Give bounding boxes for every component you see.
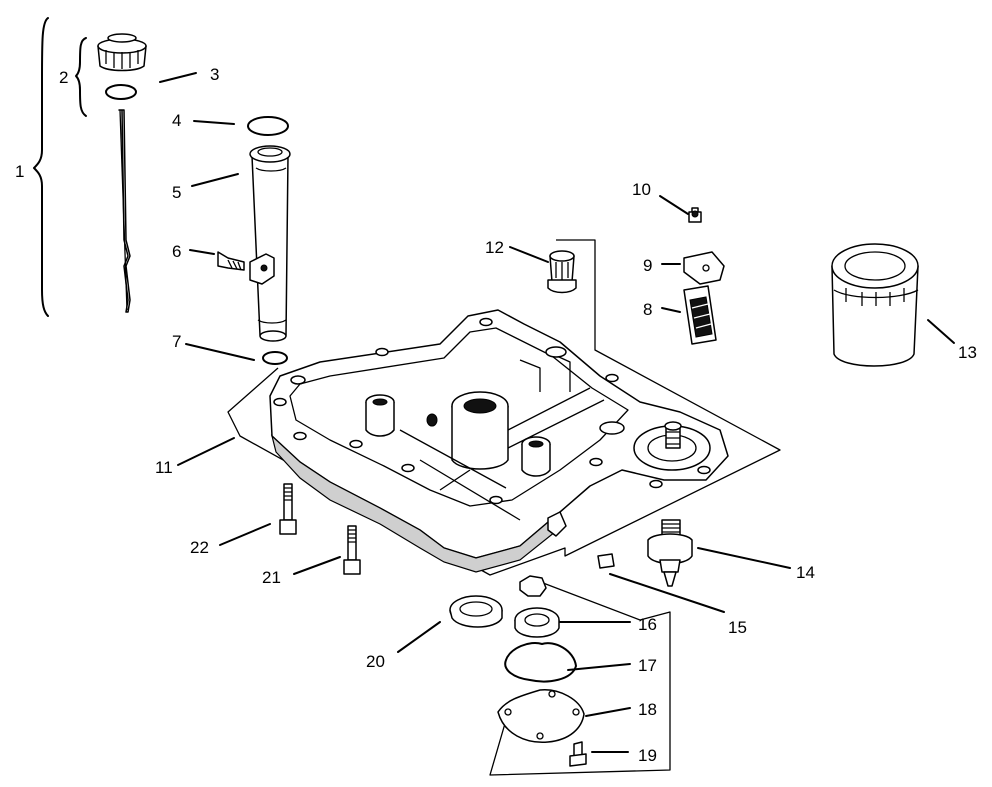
screw-19 <box>569 741 587 767</box>
gerotor-16 <box>514 575 560 638</box>
callout-3: 3 <box>210 65 219 84</box>
callout-9: 9 <box>643 256 652 275</box>
callout-13: 13 <box>958 343 977 362</box>
gasket-17 <box>504 642 577 683</box>
callout-7: 7 <box>172 332 181 351</box>
callout-14: 14 <box>796 563 815 582</box>
screw-10 <box>688 207 702 223</box>
bolt-22 <box>279 483 297 535</box>
oil-filter <box>831 243 919 367</box>
leader-lines <box>159 72 955 753</box>
callout-5: 5 <box>172 183 181 202</box>
callout-16: 16 <box>638 615 657 634</box>
dipstick-cap <box>97 33 147 72</box>
callout-18: 18 <box>638 700 657 719</box>
dipstick-tube <box>249 145 291 342</box>
dipstick <box>118 109 131 313</box>
oil-pan <box>269 309 729 573</box>
callout-21: 21 <box>262 568 281 587</box>
bolt-21 <box>343 525 361 575</box>
callout-22: 22 <box>190 538 209 557</box>
clip-9 <box>683 251 725 285</box>
screw-6 <box>217 251 245 271</box>
group-outlines <box>33 17 781 776</box>
callout-1: 1 <box>15 162 24 181</box>
callout-15: 15 <box>728 618 747 637</box>
callout-19: 19 <box>638 746 657 765</box>
cover-18 <box>497 689 585 743</box>
callout-20: 20 <box>366 652 385 671</box>
o-ring-4 <box>247 116 289 136</box>
pressure-switch <box>647 519 693 587</box>
connector-15 <box>597 553 615 569</box>
callout-10: 10 <box>632 180 651 199</box>
oil-seal <box>449 595 503 628</box>
o-ring-7 <box>262 351 288 365</box>
callout-12: 12 <box>485 238 504 257</box>
callout-8: 8 <box>643 300 652 319</box>
callout-11: 11 <box>155 458 173 477</box>
fitting-12 <box>547 250 577 294</box>
callout-17: 17 <box>638 656 657 675</box>
callout-2: 2 <box>59 68 68 87</box>
callout-labels: 1 2 3 4 5 6 7 8 9 10 11 12 13 14 15 16 1… <box>15 65 977 765</box>
o-ring-3 <box>105 84 137 100</box>
callout-6: 6 <box>172 242 181 261</box>
screen-8 <box>683 285 717 345</box>
callout-4: 4 <box>172 111 181 130</box>
